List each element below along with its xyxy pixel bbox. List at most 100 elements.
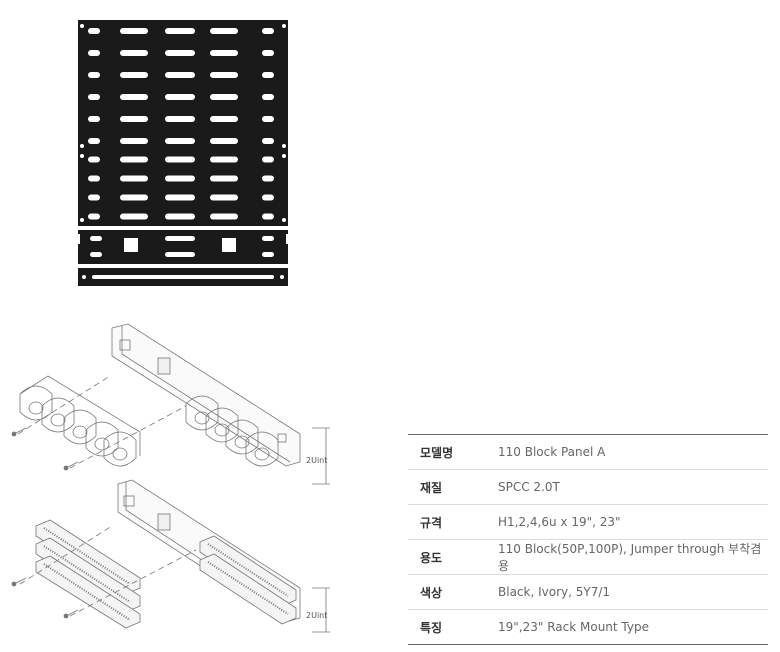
panel-photo — [72, 20, 294, 286]
lower-left-blocks — [35, 519, 141, 629]
panel-window — [222, 238, 236, 252]
panel-slot — [92, 275, 274, 279]
panel-2u-bracket — [78, 230, 288, 264]
screws-lower — [11, 577, 79, 619]
mount-hole — [280, 275, 284, 279]
panel-slot — [165, 175, 195, 182]
lower-right-blocks — [199, 535, 297, 625]
panel-slot — [262, 175, 274, 182]
panel-slot — [88, 194, 100, 201]
panel-slot — [120, 72, 148, 78]
panel-slot — [165, 28, 195, 34]
panel-4u — [78, 150, 288, 226]
assembly-drawing: 2Uint 2Uint — [11, 323, 330, 633]
panel-slot — [262, 156, 274, 163]
panel-slot — [120, 175, 148, 182]
panel-slot — [210, 72, 238, 78]
panel-slot — [210, 94, 238, 100]
spec-value: 110 Block Panel A — [498, 434, 768, 470]
upper-right-rings — [185, 395, 279, 467]
spec-label: 특징 — [408, 609, 498, 645]
panel-slot — [90, 236, 102, 241]
mount-hole — [282, 218, 286, 222]
panel-slot — [120, 138, 148, 144]
panel-slot — [88, 94, 100, 100]
panel-slot — [262, 28, 274, 34]
mount-hole — [80, 24, 84, 28]
spec-label: 규격 — [408, 504, 498, 540]
panel-slot — [262, 213, 274, 220]
panel-slot — [165, 156, 195, 163]
panel-slot — [88, 213, 100, 220]
panel-slot — [165, 116, 195, 122]
mount-hole — [282, 144, 286, 148]
panel-slot — [165, 94, 195, 100]
panel-slot — [120, 50, 148, 56]
panel-slot — [90, 252, 102, 257]
panel-slot — [210, 28, 238, 34]
screws-upper — [11, 427, 79, 471]
spec-value: Black, Ivory, 5Y7/1 — [498, 574, 768, 610]
panel-slot — [120, 116, 148, 122]
panel-slot — [88, 156, 100, 163]
panel-slot — [88, 50, 100, 56]
panel-slot — [262, 94, 274, 100]
unit-label-lower: 2Uint — [306, 611, 327, 620]
panel-slot — [165, 138, 195, 144]
panel-slot — [210, 175, 238, 182]
panel-6u — [78, 20, 288, 152]
panel-slot — [120, 194, 148, 201]
panel-notch — [286, 234, 294, 244]
panel-slot — [165, 194, 195, 201]
panel-slot — [88, 72, 100, 78]
panel-slot — [262, 72, 274, 78]
spec-value: 19",23" Rack Mount Type — [498, 609, 768, 645]
panel-slot — [88, 138, 100, 144]
panel-slot — [262, 194, 274, 201]
spec-value: H1,2,4,6u x 19", 23" — [498, 504, 768, 540]
spec-value: 110 Block(50P,100P), Jumper through 부착겸용 — [498, 539, 768, 575]
mount-hole — [80, 144, 84, 148]
panel-slot — [262, 236, 274, 241]
panel-slot — [165, 72, 195, 78]
panel-slot — [165, 50, 195, 56]
mount-hole — [282, 154, 286, 158]
panel-slot — [210, 50, 238, 56]
panel-slot — [210, 116, 238, 122]
panel-slot — [165, 236, 195, 241]
panel-slot — [88, 116, 100, 122]
spec-label: 모델명 — [408, 434, 498, 470]
panel-slot — [210, 213, 238, 220]
panel-slot — [120, 94, 148, 100]
spec-label: 재질 — [408, 469, 498, 505]
spec-value: SPCC 2.0T — [498, 469, 768, 505]
mount-hole — [282, 24, 286, 28]
panel-slot — [165, 252, 195, 257]
panel-notch — [72, 234, 80, 244]
panel-slot — [262, 138, 274, 144]
panel-slot — [262, 50, 274, 56]
panel-window — [124, 238, 138, 252]
panel-slot — [120, 28, 148, 34]
panel-slot — [120, 156, 148, 163]
panel-slot — [88, 175, 100, 182]
panel-slot — [210, 194, 238, 201]
mount-hole — [82, 275, 86, 279]
panel-slot — [210, 138, 238, 144]
panel-slot — [165, 213, 195, 220]
unit-label-upper: 2Uint — [306, 456, 327, 465]
panel-slot — [262, 116, 274, 122]
panel-slot — [210, 156, 238, 163]
panel-slot — [120, 213, 148, 220]
mount-hole — [80, 218, 84, 222]
upper-mount-panel — [111, 323, 301, 467]
spec-label: 용도 — [408, 539, 498, 575]
mount-hole — [80, 154, 84, 158]
